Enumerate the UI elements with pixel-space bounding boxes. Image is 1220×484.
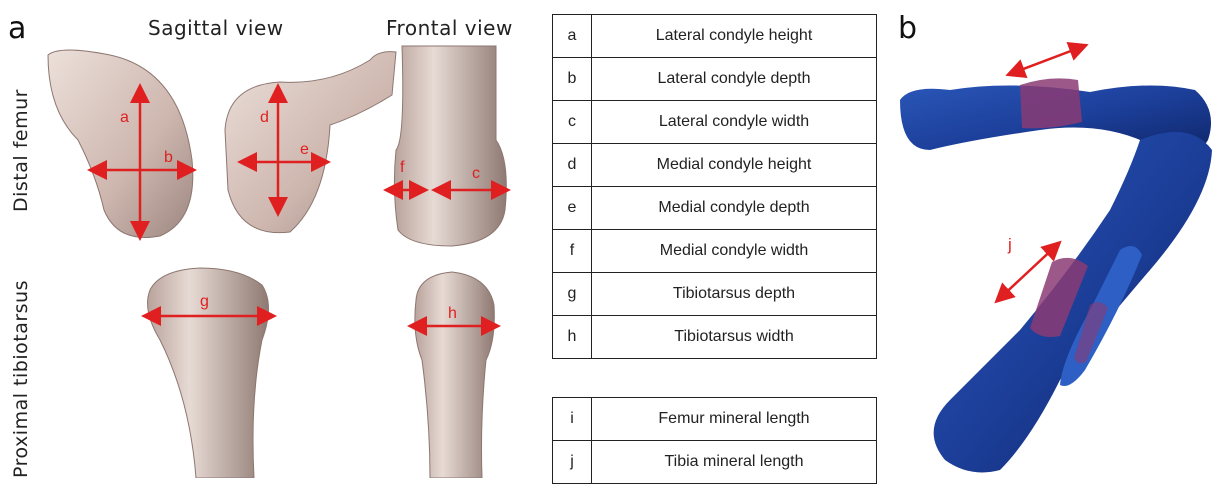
row-description: Medial condyle height bbox=[592, 144, 877, 187]
row-key: e bbox=[553, 187, 592, 230]
row-key: b bbox=[553, 58, 592, 101]
measure-label-j: j bbox=[1007, 235, 1012, 254]
stained-skeleton-image: i j bbox=[890, 40, 1220, 478]
row-description: Medial condyle width bbox=[592, 230, 877, 273]
row-description: Medial condyle depth bbox=[592, 187, 877, 230]
femur-lateral-sagittal bbox=[48, 50, 193, 238]
femur-medial-sagittal bbox=[225, 52, 396, 233]
row-key: f bbox=[553, 230, 592, 273]
row-key: d bbox=[553, 144, 592, 187]
row-description: Lateral condyle depth bbox=[592, 58, 877, 101]
row-key: h bbox=[553, 316, 592, 359]
femur-mineral-region bbox=[1020, 78, 1082, 128]
row-description: Tibiotarsus depth bbox=[592, 273, 877, 316]
measure-label-d: d bbox=[260, 109, 269, 126]
measure-label-e: e bbox=[300, 141, 309, 158]
tibiotarsus-frontal bbox=[415, 272, 494, 478]
femur-frontal bbox=[394, 46, 506, 246]
measure-label-h: h bbox=[448, 305, 457, 322]
row-description: Tibiotarsus width bbox=[592, 316, 877, 359]
arrow-i bbox=[1010, 46, 1084, 74]
measure-label-b: b bbox=[164, 149, 173, 166]
row-key: g bbox=[553, 273, 592, 316]
measure-label-f: f bbox=[400, 159, 405, 176]
measure-label-g: g bbox=[200, 293, 209, 310]
row-description: Lateral condyle height bbox=[592, 15, 877, 58]
row-key: a bbox=[553, 15, 592, 58]
row-key: c bbox=[553, 101, 592, 144]
row-key: j bbox=[553, 441, 592, 484]
bone-measurement-figure: a b d e f c g h bbox=[0, 0, 540, 478]
measure-label-c: c bbox=[472, 165, 480, 182]
measure-label-a: a bbox=[120, 109, 129, 126]
row-description: Tibia mineral length bbox=[592, 441, 877, 484]
row-description: Lateral condyle width bbox=[592, 101, 877, 144]
row-key: i bbox=[553, 398, 592, 441]
row-description: Femur mineral length bbox=[592, 398, 877, 441]
